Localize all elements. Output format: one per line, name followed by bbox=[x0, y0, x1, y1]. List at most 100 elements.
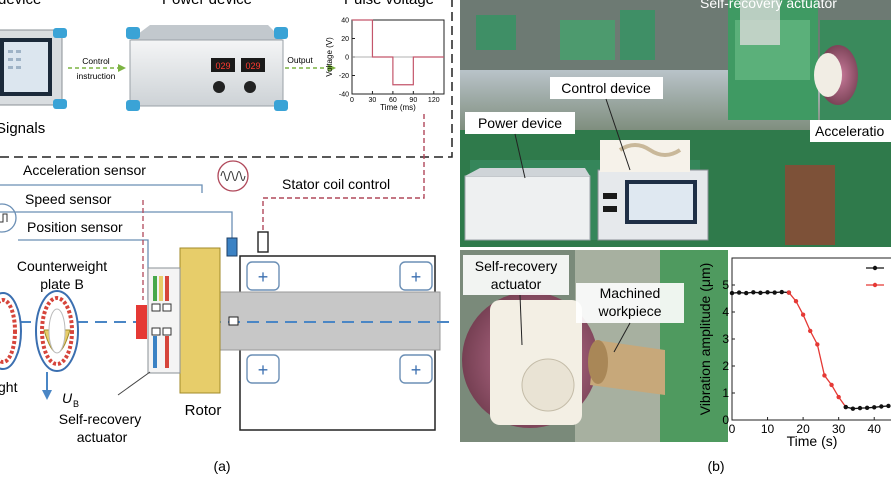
y-tick-label: 0 bbox=[345, 54, 349, 61]
position-waveform-icon bbox=[0, 203, 17, 233]
data-point bbox=[857, 405, 863, 411]
photo-self-recovery-label: Self-recovery actuator bbox=[700, 0, 837, 11]
y-tick-label: -20 bbox=[339, 73, 349, 80]
power-device-title: Power device bbox=[162, 0, 252, 8]
photo-actuator-label-2: actuator bbox=[491, 276, 542, 292]
x-tick-label: 40 bbox=[868, 422, 882, 436]
signals-label: Signals bbox=[0, 120, 45, 137]
acceleration-sensor bbox=[257, 231, 269, 253]
counterweight-plate-a bbox=[0, 292, 22, 370]
data-point bbox=[779, 289, 784, 295]
y-tick-label: 4 bbox=[722, 305, 729, 319]
data-point bbox=[815, 342, 820, 347]
data-point bbox=[751, 290, 756, 295]
data-point bbox=[872, 405, 877, 410]
caption-b: (b) bbox=[707, 458, 724, 474]
control-device-leader bbox=[605, 98, 631, 171]
x-tick-label: 90 bbox=[409, 97, 417, 104]
rotor-body bbox=[179, 247, 221, 394]
power-device-icon: 029 029 bbox=[126, 25, 288, 111]
data-point bbox=[822, 373, 827, 378]
plus-icon-bottom-left: + bbox=[258, 360, 269, 380]
data-point bbox=[736, 290, 742, 295]
power-display-left: 029 bbox=[215, 61, 230, 71]
machined-label-bg bbox=[576, 283, 684, 323]
stator-coil-bottom-left bbox=[246, 354, 280, 384]
data-point bbox=[765, 290, 770, 295]
y-tick-label: 3 bbox=[722, 332, 729, 346]
data-point bbox=[793, 299, 799, 304]
plus-icon-top-left: + bbox=[258, 267, 269, 287]
control-instruction-line1: Control bbox=[82, 56, 110, 66]
machined-label-2: workpiece bbox=[597, 303, 661, 319]
speed-sensor bbox=[226, 237, 238, 257]
data-point bbox=[744, 290, 749, 296]
actuator-red-block bbox=[136, 305, 147, 339]
caption-a: (a) bbox=[213, 458, 230, 474]
photo-power-device-label: Power device bbox=[478, 115, 562, 131]
speed-wire bbox=[0, 211, 233, 238]
legend-marker-black bbox=[872, 265, 878, 271]
x-tick-label: 20 bbox=[796, 422, 810, 436]
acceleration-wave bbox=[220, 171, 246, 181]
data-point bbox=[879, 404, 884, 409]
ub-arrow-head bbox=[42, 390, 52, 400]
plot-area bbox=[732, 258, 891, 420]
stator-control-line bbox=[262, 114, 425, 232]
ub-subscript: B bbox=[73, 399, 79, 409]
x-axis-title: Time (s) bbox=[787, 433, 838, 449]
y-axis-title: Vibration amplitude (μm) bbox=[697, 263, 713, 416]
machined-label-1: Machined bbox=[600, 285, 661, 301]
panel-a: device Signals Control instruction 029 0… bbox=[0, 0, 455, 474]
x-tick-label: 0 bbox=[350, 97, 354, 104]
data-point bbox=[772, 290, 777, 295]
ght-label: ght bbox=[0, 379, 18, 395]
control-device-label-bg bbox=[550, 77, 663, 99]
counterweight-label-2: plate B bbox=[40, 276, 84, 292]
ub-label: U bbox=[62, 390, 73, 406]
data-point bbox=[850, 406, 856, 411]
closeup-photo bbox=[460, 250, 728, 442]
legend-marker-red bbox=[872, 282, 878, 288]
plus-icon-top-right: + bbox=[411, 267, 422, 287]
output-label: Output bbox=[287, 55, 313, 65]
counterweight-plate-b bbox=[35, 290, 79, 372]
shaft-marker bbox=[228, 316, 239, 326]
series-line-0 bbox=[352, 19, 444, 86]
stator-coil-top-left bbox=[246, 261, 280, 291]
stator-coil-control-label: Stator coil control bbox=[282, 176, 390, 192]
data-point bbox=[808, 328, 813, 334]
power-device-label-bg bbox=[465, 112, 575, 134]
data-point bbox=[729, 290, 735, 296]
y-tick-label: 1 bbox=[722, 386, 729, 400]
photo-control-device-label: Control device bbox=[561, 80, 651, 96]
y-axis-title: Voltage (V) bbox=[325, 37, 334, 77]
actuator-rods bbox=[151, 276, 172, 368]
speed-sensor-label: Speed sensor bbox=[25, 191, 112, 207]
x-tick-label: 120 bbox=[428, 97, 440, 104]
data-point bbox=[758, 290, 763, 296]
y-tick-label: 5 bbox=[722, 278, 729, 292]
y-tick-label: 0 bbox=[722, 413, 729, 427]
stator-coil-top-right bbox=[399, 261, 433, 291]
acceleration-sensor-label: Acceleration sensor bbox=[23, 162, 146, 178]
square-wave bbox=[0, 213, 8, 223]
photo-actuator-leader bbox=[519, 294, 523, 346]
y-tick-label: 2 bbox=[722, 359, 729, 373]
data-point bbox=[836, 394, 841, 400]
y-tick-label: -40 bbox=[339, 91, 349, 98]
stator-coil-bottom-right bbox=[399, 354, 433, 384]
panel-b: Self-recovery actuator Control device Po… bbox=[460, 0, 891, 474]
data-point bbox=[800, 312, 806, 317]
y-tick-label: 40 bbox=[341, 17, 349, 24]
x-axis-title: Time (ms) bbox=[380, 103, 416, 112]
x-tick-label: 60 bbox=[389, 97, 397, 104]
photo-actuator-label-1: Self-recovery bbox=[475, 258, 557, 274]
data-point bbox=[886, 403, 891, 409]
counterweight-label-1: Counterweight bbox=[17, 258, 107, 274]
x-tick-label: 10 bbox=[761, 422, 775, 436]
actuator-body bbox=[147, 267, 181, 374]
pulse-voltage-title: Pulse voltage bbox=[344, 0, 434, 8]
